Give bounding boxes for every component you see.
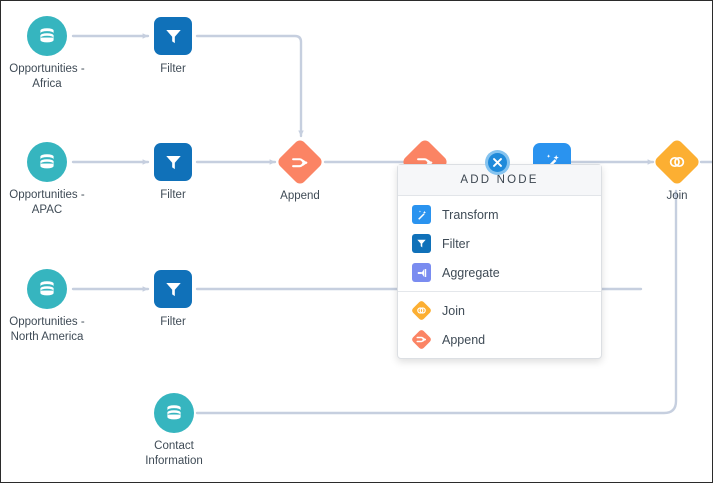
popup-group-primary: Transform Filter Aggre <box>398 196 601 291</box>
filter-icon <box>154 17 192 55</box>
node-label: Opportunities - North America <box>9 316 85 343</box>
node-join-1[interactable]: Join <box>652 137 702 202</box>
popup-group-secondary: Join Append <box>398 291 601 358</box>
join-icon <box>652 137 702 187</box>
filter-icon <box>154 270 192 308</box>
node-filter-3[interactable]: Filter <box>154 270 192 328</box>
menu-item-label: Aggregate <box>442 265 500 280</box>
close-icon[interactable] <box>485 150 510 175</box>
node-dataset-africa[interactable]: Opportunities - Africa <box>9 16 85 90</box>
node-label: Opportunities - Africa <box>9 63 85 90</box>
add-node-popup: ADD NODE Transform Filte <box>397 164 602 359</box>
node-label: Append <box>280 190 320 202</box>
menu-item-join[interactable]: Join <box>398 296 601 325</box>
database-icon <box>27 142 67 182</box>
filter-icon <box>412 234 431 253</box>
append-icon <box>275 137 325 187</box>
menu-item-label: Join <box>442 303 465 318</box>
menu-item-label: Append <box>442 332 486 347</box>
filter-icon <box>154 143 192 181</box>
node-filter-2[interactable]: Filter <box>154 143 192 201</box>
append-icon <box>410 328 433 351</box>
transform-icon <box>412 205 431 224</box>
menu-item-filter[interactable]: Filter <box>398 229 601 258</box>
menu-item-transform[interactable]: Transform <box>398 200 601 229</box>
menu-item-label: Transform <box>442 207 499 222</box>
node-label: Filter <box>160 189 186 201</box>
node-filter-1[interactable]: Filter <box>154 17 192 75</box>
menu-item-append[interactable]: Append <box>398 325 601 354</box>
node-dataset-contact-information[interactable]: Contact Information <box>145 393 203 467</box>
node-label: Contact Information <box>145 440 203 467</box>
node-dataset-apac[interactable]: Opportunities - APAC <box>9 142 85 216</box>
node-label: Filter <box>160 63 186 75</box>
aggregate-icon <box>412 263 431 282</box>
node-dataset-north-america[interactable]: Opportunities - North America <box>9 269 85 343</box>
database-icon <box>27 16 67 56</box>
menu-item-aggregate[interactable]: Aggregate <box>398 258 601 287</box>
node-label: Join <box>666 190 688 202</box>
node-label: Opportunities - APAC <box>9 189 85 216</box>
join-icon <box>410 299 433 322</box>
database-icon <box>154 393 194 433</box>
node-label: Filter <box>160 316 186 328</box>
database-icon <box>27 269 67 309</box>
menu-item-label: Filter <box>442 236 470 251</box>
node-append-1[interactable]: Append <box>275 137 325 202</box>
